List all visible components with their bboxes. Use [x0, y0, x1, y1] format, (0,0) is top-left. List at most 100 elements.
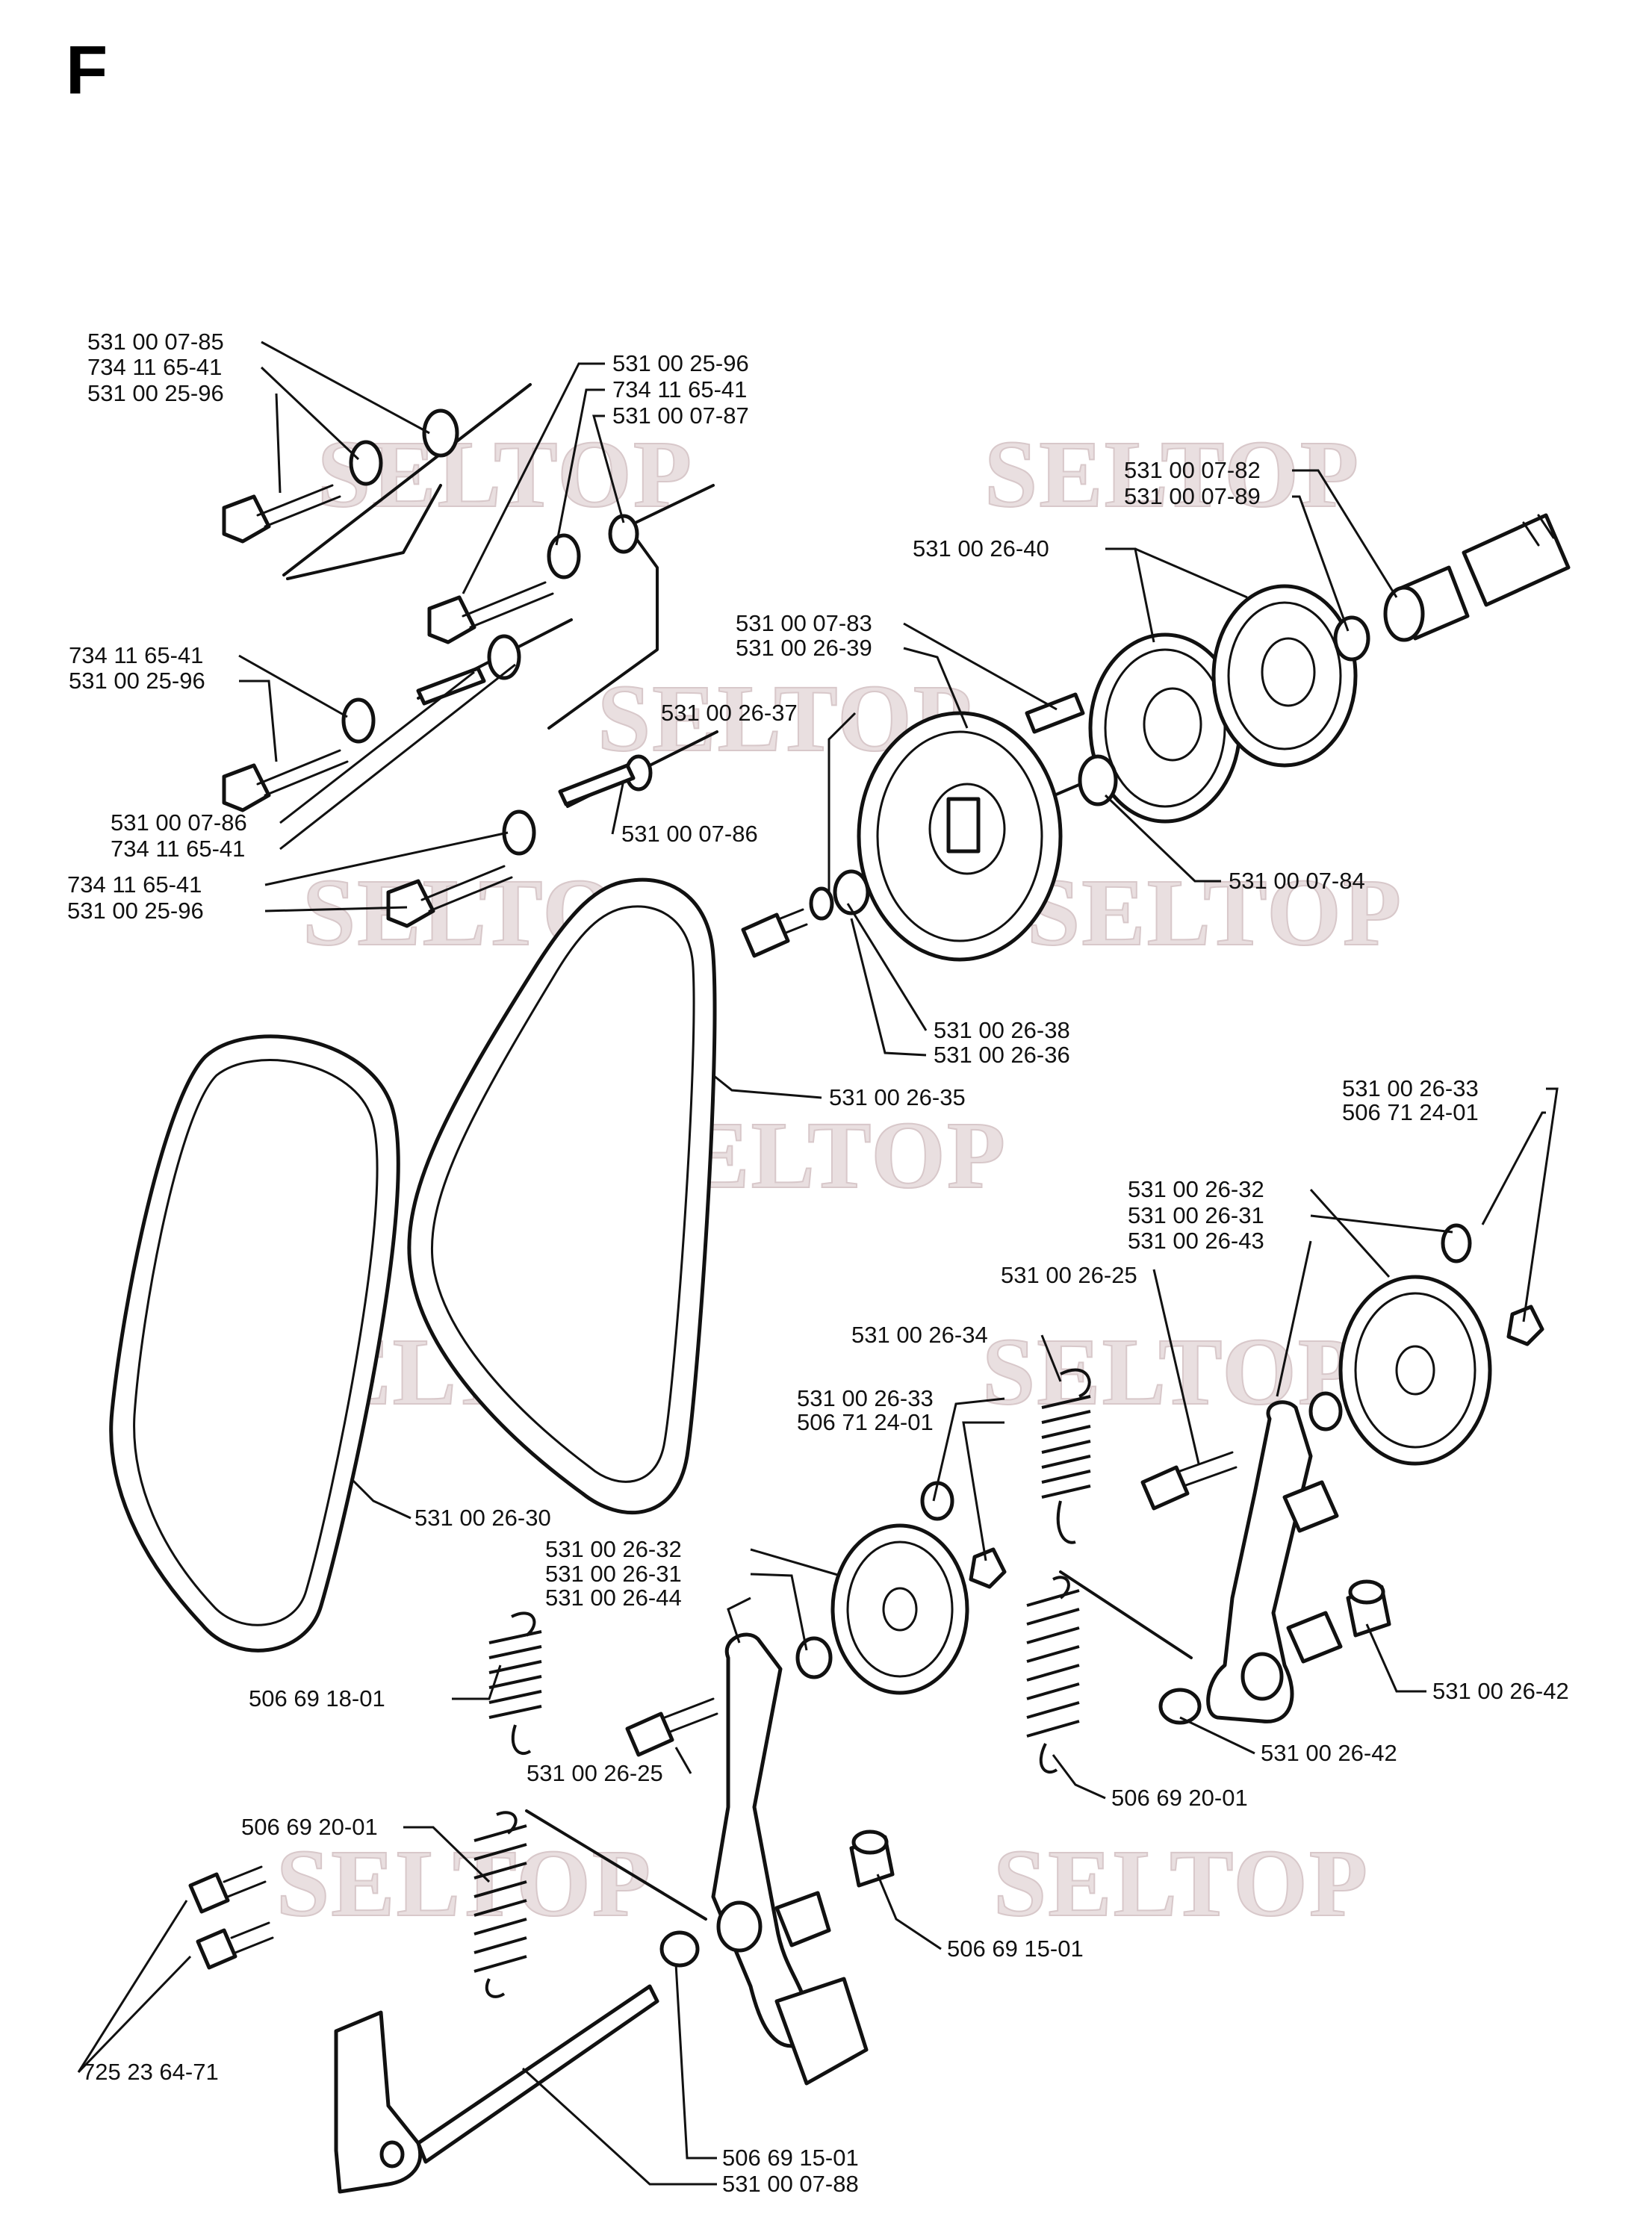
washer-icon	[1308, 1391, 1343, 1431]
cross-rod-icon	[416, 1984, 659, 2164]
nut-icon	[1506, 1305, 1544, 1346]
part-label: 531 00 26-31	[1128, 1202, 1264, 1228]
part-label: 531 00 26-37	[661, 700, 798, 726]
watermark: SELTOP	[276, 1830, 652, 1936]
watermark: SELTOP	[317, 421, 693, 527]
spring-icon	[1041, 1368, 1091, 1544]
part-label: 531 00 26-25	[527, 1760, 663, 1786]
part-label: 506 69 18-01	[249, 1685, 385, 1712]
parts-drawing	[109, 383, 1571, 2194]
bushing-icon	[659, 1930, 700, 1968]
part-label: 531 00 26-44	[545, 1585, 682, 1611]
part-label: 531 00 25-96	[67, 898, 204, 924]
part-labels: 531 00 07-85 734 11 65-41 531 00 25-96 5…	[67, 329, 1569, 2197]
key-icon	[1025, 692, 1085, 734]
connector-line	[525, 1809, 707, 1921]
pulley-icon	[857, 711, 1063, 962]
v-belt	[109, 1034, 400, 1653]
part-label: 531 00 07-83	[736, 610, 872, 636]
part-label: 531 00 26-32	[1128, 1176, 1264, 1202]
washer-icon	[1078, 754, 1118, 806]
part-label: 531 00 07-86	[111, 809, 247, 836]
washer-icon	[422, 408, 459, 458]
part-label: 734 11 65-41	[69, 642, 203, 668]
watermark: SELTOP	[1027, 859, 1403, 966]
bushing-icon	[1346, 1579, 1391, 1638]
part-label: 531 00 26-33	[797, 1385, 934, 1411]
part-label: 531 00 07-87	[612, 402, 749, 429]
spacer-icon	[1282, 1480, 1339, 1533]
part-label: 531 00 26-35	[829, 1084, 966, 1110]
spring-icon	[488, 1611, 542, 1756]
part-label: 531 00 26-31	[545, 1561, 682, 1587]
part-label: 531 00 26-42	[1261, 1740, 1397, 1766]
part-label: 531 00 26-34	[851, 1322, 988, 1348]
part-label: 531 00 26-30	[414, 1505, 551, 1531]
watermark: SELTOP	[984, 421, 1360, 527]
idler-pulley-icon	[1338, 1275, 1492, 1466]
shaft-end-icon	[1462, 513, 1571, 607]
part-label: 531 00 07-84	[1229, 868, 1365, 894]
washer-icon	[833, 869, 870, 915]
part-label: 531 00 26-25	[1001, 1262, 1137, 1288]
control-rod	[282, 383, 532, 576]
spring-icon	[473, 1811, 527, 1998]
bracket-icon	[334, 2010, 423, 2194]
spacer-icon	[774, 1891, 831, 1947]
part-label: 531 00 26-39	[736, 635, 872, 661]
washer-icon	[349, 440, 383, 486]
v-belt-inner	[430, 905, 695, 1483]
connector-line	[1059, 1570, 1193, 1659]
part-label: 506 69 15-01	[947, 1936, 1084, 1962]
spring-icon	[1026, 1576, 1080, 1774]
part-label: 531 00 26-32	[545, 1536, 682, 1562]
part-label: 734 11 65-41	[87, 354, 222, 380]
part-label: 506 69 20-01	[1111, 1785, 1248, 1811]
nut-icon	[969, 1547, 1007, 1589]
idler-arm-icon	[1206, 1400, 1313, 1723]
part-label: 734 11 65-41	[612, 376, 747, 402]
lock-washer-icon	[809, 886, 834, 921]
bushing-icon	[1158, 1688, 1202, 1725]
part-label: 531 00 25-96	[87, 380, 224, 406]
bent-rod	[286, 484, 442, 580]
watermark: SELTOP	[993, 1830, 1369, 1936]
leader-lines	[77, 341, 1559, 2186]
bushing-icon	[849, 1829, 895, 1888]
part-label: 734 11 65-41	[67, 871, 202, 898]
bolt-icon	[188, 1865, 267, 1914]
part-label: 531 00 26-42	[1432, 1678, 1569, 1704]
section-letter: F	[66, 32, 108, 108]
spacer-icon	[1286, 1611, 1343, 1664]
part-label: 734 11 65-41	[111, 836, 245, 862]
washer-icon	[502, 809, 536, 856]
part-label: 531 00 26-40	[913, 535, 1049, 562]
bolt-icon	[386, 865, 513, 928]
idler-pulley-icon	[830, 1523, 969, 1695]
bolt-icon	[196, 1921, 274, 1970]
part-label: 725 23 64-71	[82, 2059, 219, 2085]
part-label: 531 00 26-36	[934, 1042, 1070, 1068]
washer-icon	[795, 1636, 833, 1679]
bolt-icon	[625, 1697, 718, 1757]
part-label: 506 71 24-01	[797, 1409, 934, 1435]
washer-icon	[341, 697, 376, 744]
part-label: 506 71 24-01	[1342, 1099, 1479, 1125]
v-belt	[407, 877, 717, 1514]
bolt-icon	[222, 749, 349, 812]
part-label: 531 00 07-88	[722, 2171, 859, 2197]
bolt-icon	[222, 484, 341, 544]
part-label: 506 69 20-01	[241, 1814, 378, 1840]
bolt-icon	[1140, 1451, 1238, 1511]
bolt-icon	[741, 908, 808, 958]
bolt-icon	[427, 581, 554, 644]
part-label: 506 69 15-01	[722, 2145, 859, 2171]
idler-arm-icon	[711, 1632, 869, 2086]
part-label: 531 00 26-38	[934, 1017, 1070, 1043]
washer-icon	[608, 514, 639, 554]
washer-icon	[1333, 615, 1370, 662]
part-label: 531 00 07-89	[1124, 483, 1261, 509]
part-label: 531 00 25-96	[612, 350, 749, 376]
part-label: 531 00 07-86	[621, 821, 758, 847]
